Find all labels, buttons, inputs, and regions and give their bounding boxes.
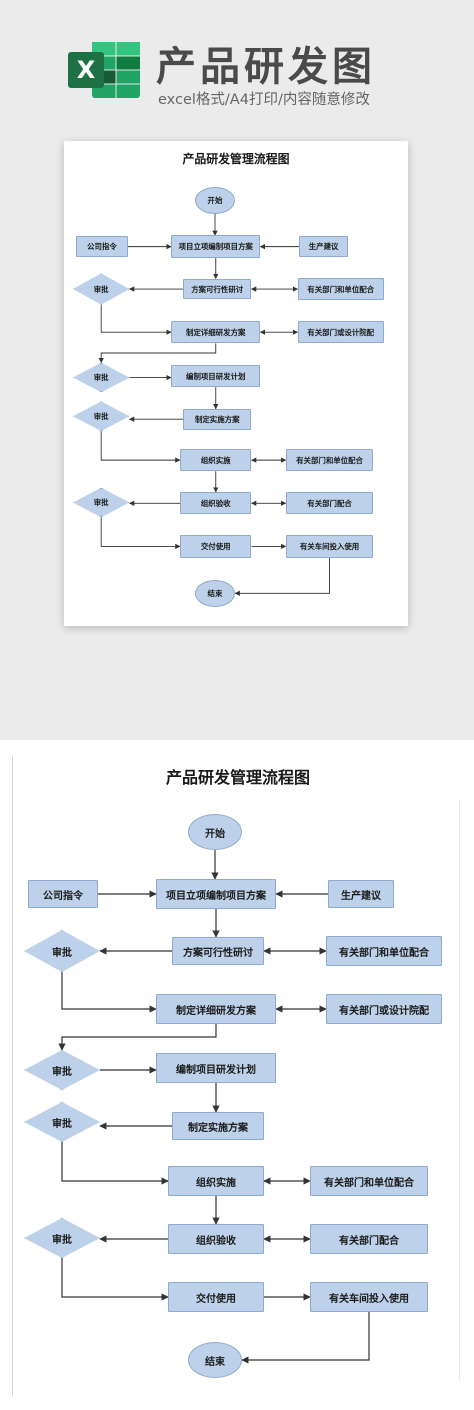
review-diamond-review-2: 审批 [24, 1050, 100, 1090]
process-node-project-setup: 项目立项编制项目方案 [171, 235, 261, 258]
process-node-delivery: 交付使用 [168, 1282, 264, 1312]
terminal-node-end: 结束 [194, 579, 236, 607]
process-node-company-order: 公司指令 [28, 880, 98, 908]
node-label: 审批 [52, 1118, 72, 1130]
excel-letter: X [77, 56, 96, 84]
terminal-node-end: 结束 [188, 1342, 242, 1378]
process-node-production-suggestion: 生产建议 [328, 880, 394, 908]
terminal-node-start: 开始 [194, 187, 236, 214]
process-node-dept-cooperation-1: 有关部门和单位配合 [326, 936, 442, 966]
terminal-node-start: 开始 [188, 814, 242, 850]
review-diamond-review-1: 审批 [72, 273, 130, 305]
connector-arrow-7 [61, 972, 157, 1013]
diagram-title: 产品研发管理流程图 [182, 151, 290, 166]
node-label: 审批 [93, 373, 109, 383]
process-node-dept-design: 有关部门或设计院配 [297, 321, 384, 344]
connector-layer [58, 850, 370, 1364]
connector-layer [98, 213, 331, 596]
process-node-project-plan: 编制项目研发计划 [156, 1053, 276, 1083]
banner-subtitle: excel格式/A4打印/内容随意修改 [158, 92, 370, 108]
connector-arrow-13 [100, 431, 181, 463]
node-label: 审批 [93, 284, 109, 294]
process-node-organize-acceptance: 组织验收 [180, 492, 252, 515]
process-node-project-setup: 项目立项编制项目方案 [156, 879, 276, 909]
connector-arrow-20 [234, 557, 331, 596]
connector-arrow-18 [61, 1258, 169, 1301]
connector-arrow-9 [58, 1024, 217, 1051]
process-node-feasibility: 方案可行性研讨 [183, 278, 252, 300]
process-node-implementation-plan: 制定实施方案 [183, 408, 252, 430]
banner-title: 产品研发图 [156, 44, 376, 90]
process-node-organize-acceptance: 组织验收 [168, 1224, 264, 1254]
process-node-project-plan: 编制项目研发计划 [171, 364, 261, 388]
detail-flowchart: 产品研发管理流程图开始公司指令项目立项编制项目方案生产建议审批方案可行性研讨有关… [12, 752, 464, 1404]
process-node-detailed-plan: 制定详细研发方案 [156, 994, 276, 1024]
sheet-edge-right [459, 800, 460, 1380]
review-diamond-review-3: 审批 [24, 1102, 100, 1142]
connector-arrow-9 [98, 343, 217, 364]
process-node-dept-cooperation-3: 有关部门配合 [310, 1224, 428, 1254]
node-label: 审批 [52, 1066, 72, 1078]
process-node-workshop-use: 有关车间投入使用 [285, 535, 374, 558]
process-node-dept-cooperation-2: 有关部门和单位配合 [285, 448, 374, 472]
node-label: 审批 [93, 411, 109, 421]
review-diamond-review-1: 审批 [24, 930, 100, 972]
diagram-title: 产品研发管理流程图 [165, 768, 310, 787]
detail-sheet: 产品研发管理流程图开始公司指令项目立项编制项目方案生产建议审批方案可行性研讨有关… [12, 752, 464, 1404]
connector-arrow-13 [61, 1142, 169, 1185]
process-node-production-suggestion: 生产建议 [299, 236, 349, 258]
process-node-feasibility: 方案可行性研讨 [172, 937, 264, 965]
process-node-dept-cooperation-3: 有关部门配合 [285, 492, 374, 515]
review-diamond-review-2: 审批 [72, 362, 130, 393]
sheet-edge-left [12, 756, 13, 1396]
connector-arrow-20 [241, 1312, 370, 1364]
process-node-organize-implementation: 组织实施 [180, 448, 252, 472]
process-node-dept-cooperation-1: 有关部门和单位配合 [297, 277, 384, 301]
node-label: 审批 [52, 947, 72, 959]
connector-arrow-18 [100, 517, 181, 550]
process-node-detailed-plan: 制定详细研发方案 [171, 321, 261, 344]
process-node-delivery: 交付使用 [180, 535, 252, 558]
node-label: 审批 [52, 1234, 72, 1246]
preview-flowchart: 产品研发管理流程图开始公司指令项目立项编制项目方案生产建议审批方案可行性研讨有关… [64, 141, 408, 626]
process-node-company-order: 公司指令 [75, 236, 128, 258]
process-node-implementation-plan: 制定实施方案 [172, 1112, 264, 1140]
top-banner: X 产品研发图 excel格式/A4打印/内容随意修改 产品研发管理流程图开始公… [0, 0, 474, 740]
connector-arrow-7 [100, 304, 172, 335]
node-label: 审批 [93, 498, 109, 508]
process-node-dept-design: 有关部门或设计院配 [326, 994, 442, 1024]
review-diamond-review-4: 审批 [72, 487, 130, 518]
excel-icon: X [68, 42, 140, 98]
process-node-workshop-use: 有关车间投入使用 [310, 1282, 428, 1312]
process-node-dept-cooperation-2: 有关部门和单位配合 [310, 1166, 428, 1196]
process-node-organize-implementation: 组织实施 [168, 1166, 264, 1196]
review-diamond-review-3: 审批 [72, 401, 130, 432]
review-diamond-review-4: 审批 [24, 1218, 100, 1258]
preview-card: 产品研发管理流程图开始公司指令项目立项编制项目方案生产建议审批方案可行性研讨有关… [64, 141, 408, 626]
